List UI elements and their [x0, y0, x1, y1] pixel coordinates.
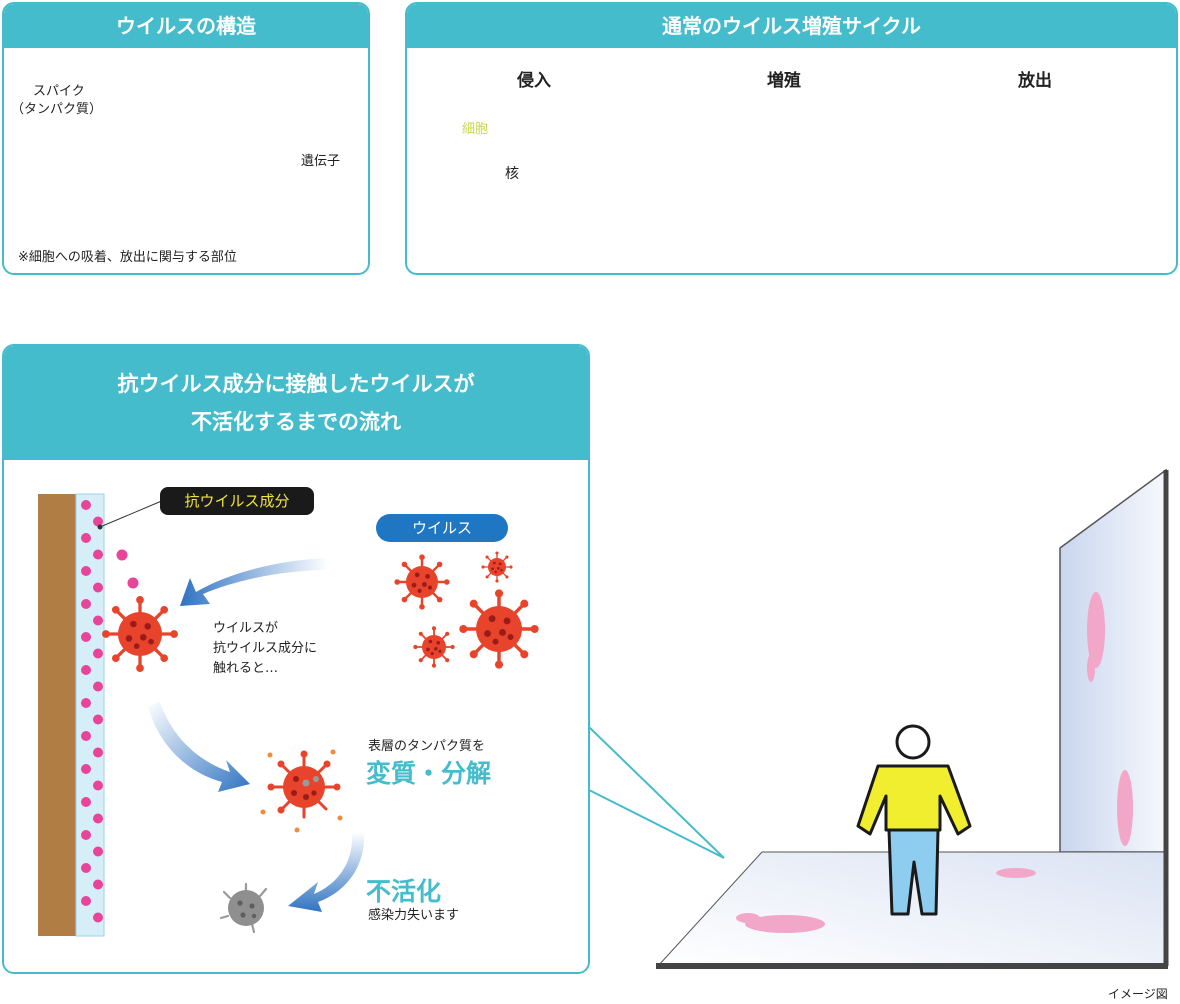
- antiviral-particle: [81, 896, 91, 906]
- antiviral-particle: [93, 516, 103, 527]
- stage-label-invasion: 侵入: [517, 71, 551, 91]
- replication-cycle-panel: 通常のウイルス増殖サイクル: [405, 2, 1178, 275]
- spike-label-line2: （タンパク質）: [11, 102, 103, 117]
- inactivation-flow-panel: 抗ウイルス成分に接触したウイルスが 不活化するまでの流れ: [2, 344, 590, 974]
- cell-label: 細胞: [462, 122, 489, 137]
- antiviral-particle: [81, 500, 91, 510]
- antiviral-particle: [93, 747, 103, 758]
- person-figure: [856, 724, 972, 916]
- flow-title-line2: 不活化するまでの流れ: [191, 410, 401, 434]
- gene-label: 遺伝子: [301, 154, 341, 169]
- antiviral-particle: [93, 615, 103, 626]
- antiviral-particle: [81, 566, 91, 576]
- antiviral-particle: [81, 665, 91, 675]
- antiviral-particle: [81, 698, 91, 708]
- protein-text: 表層のタンパク質を: [368, 739, 486, 754]
- antiviral-particle: [93, 714, 103, 725]
- wall-surface: [38, 494, 76, 936]
- denature-text: 変質・分解: [366, 759, 492, 788]
- antiviral-particle: [81, 632, 91, 642]
- structure-note: ※細胞への吸着、放出に関与する部位: [18, 250, 237, 265]
- antiviral-particle: [81, 533, 91, 543]
- antiviral-particle: [81, 764, 91, 774]
- antiviral-particle: [93, 780, 103, 791]
- stage-label-release: 放出: [1018, 71, 1052, 91]
- antiviral-particle: [81, 797, 91, 807]
- nucleus-label: 核: [505, 166, 519, 182]
- stage-label-replication: 増殖: [767, 71, 801, 91]
- antiviral-particle: [93, 648, 103, 659]
- antiviral-particle: [93, 879, 103, 890]
- virus-tag: ウイルス: [376, 514, 508, 542]
- antiviral-particle: [81, 731, 91, 741]
- inactivation-flow-header: 抗ウイルス成分に接触したウイルスが 不活化するまでの流れ: [4, 346, 588, 460]
- antiviral-particle: [93, 549, 103, 560]
- inactivate-text: 不活化: [366, 877, 442, 906]
- image-note: イメージ図: [1108, 987, 1168, 1001]
- antiviral-particle: [81, 863, 91, 873]
- virus-structure-panel: ウイルスの構造: [2, 2, 370, 275]
- antiviral-particle: [81, 830, 91, 840]
- flow-title-line1: 抗ウイルス成分に接触したウイルスが: [117, 372, 475, 396]
- antiviral-particle: [81, 599, 91, 609]
- virus-structure-title: ウイルスの構造: [4, 4, 368, 48]
- antiviral-particle: [93, 912, 103, 923]
- inactivate-subtext: 感染力失います: [368, 908, 460, 923]
- room-scene: [656, 468, 1169, 969]
- antiviral-particle: [93, 813, 103, 824]
- antiviral-particle: [93, 681, 103, 692]
- antiviral-particle: [93, 846, 103, 857]
- flow-figure: [38, 493, 725, 937]
- contact-text-line2: 抗ウイルス成分に: [213, 641, 318, 656]
- contact-text-line3: 触れると…: [213, 661, 279, 676]
- antiviral-agent-tag: 抗ウイルス成分: [160, 487, 314, 515]
- spike-label-line1: スパイク: [33, 84, 85, 99]
- contact-text-line1: ウイルスが: [213, 621, 279, 636]
- replication-cycle-title: 通常のウイルス増殖サイクル: [407, 4, 1176, 48]
- antiviral-particle: [93, 582, 103, 593]
